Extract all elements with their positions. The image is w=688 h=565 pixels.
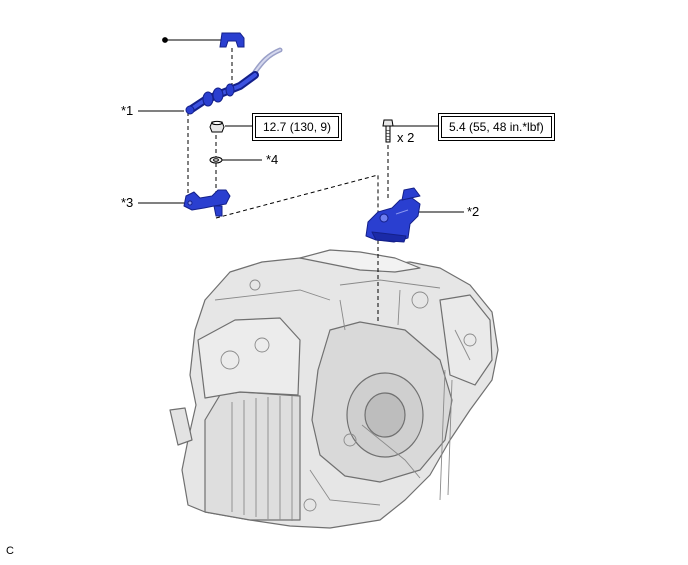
cable-clip (219, 32, 245, 48)
torque-spec-nut: 12.7 (130, 9) (252, 113, 343, 141)
callout-part-3: *3 (121, 195, 134, 210)
callout-part-4: *4 (266, 152, 279, 167)
callout-part-2: *2 (467, 204, 480, 219)
assembly-guide-lines (187, 48, 389, 322)
casting-detail-lines (214, 279, 477, 521)
cable-bracket (183, 189, 231, 217)
nut (209, 120, 225, 133)
figure-corner-label: C (6, 545, 14, 557)
park-neutral-position-switch (365, 187, 421, 243)
bolt (382, 119, 394, 143)
torque-spec-bolt: 5.4 (55, 48 in.*lbf) (438, 113, 555, 141)
transmission-control-cable (185, 47, 283, 115)
transmission-assembly (169, 249, 499, 529)
torque-spec-bolt-text: 5.4 (55, 48 in.*lbf) (441, 116, 552, 138)
torque-spec-nut-text: 12.7 (130, 9) (255, 116, 340, 138)
bolt-quantity-label: x 2 (397, 130, 415, 145)
callout-part-1: *1 (121, 103, 134, 118)
washer (209, 156, 223, 164)
leader-lines (138, 37, 464, 213)
